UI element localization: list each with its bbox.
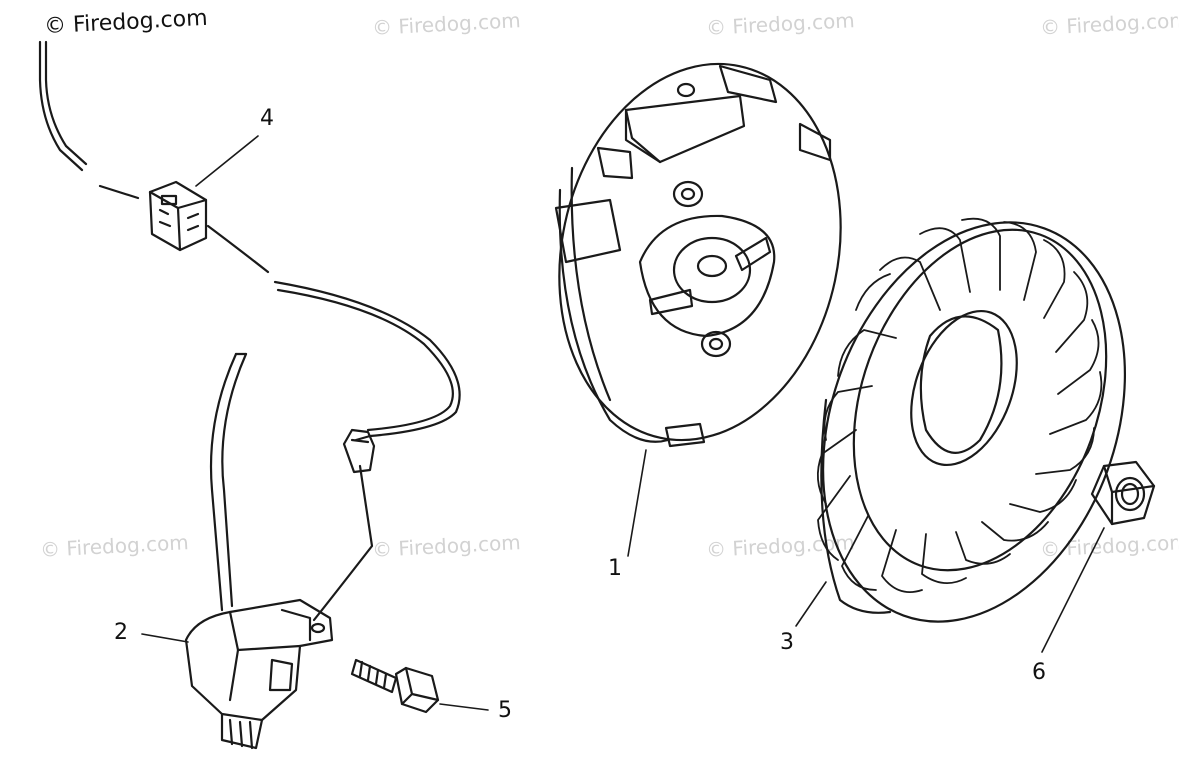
cooling-fan-icon — [816, 217, 1126, 623]
flywheel-magnet-icon — [554, 62, 842, 448]
leader-lines — [141, 135, 1105, 711]
hex-nut-icon — [1090, 460, 1156, 526]
callout-part-5: 5 — [498, 698, 512, 723]
callout-part-4: 4 — [260, 106, 274, 131]
flange-bolt-icon — [350, 658, 440, 714]
connector-icon — [148, 180, 208, 252]
callout-part-2: 2 — [114, 620, 128, 645]
ignition-coil-icon — [184, 352, 334, 750]
callout-part-3: 3 — [780, 630, 794, 655]
wire-harness — [38, 40, 461, 622]
callout-part-1: 1 — [608, 556, 622, 581]
spark-plug-cap-icon — [342, 428, 376, 474]
callout-part-6: 6 — [1032, 660, 1046, 685]
